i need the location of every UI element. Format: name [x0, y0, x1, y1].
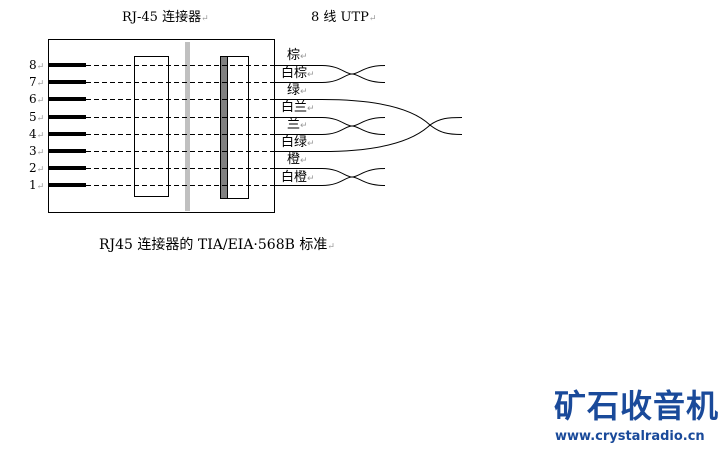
wire-label-green: 绿↵ [287, 83, 308, 98]
contact-bar [185, 42, 190, 211]
pin-label-4: 4↵ [29, 127, 45, 141]
pin-label-1: 1↵ [29, 178, 45, 192]
wire-label-white-green: 白绿↵ [281, 135, 315, 150]
wire-label-brown: 棕↵ [287, 48, 308, 63]
pin-label-2: 2↵ [29, 161, 45, 175]
pin-label-5: 5↵ [29, 110, 45, 124]
wire-label-white-blue: 白兰↵ [281, 100, 315, 115]
diagram-caption: RJ45 连接器的 TIA/EIA·568B 标准↵ [99, 234, 335, 254]
twisted-pairs [321, 65, 463, 186]
inner-housing [134, 56, 169, 197]
site-url: www.crystalradio.cn [555, 429, 705, 444]
connector-body [48, 39, 275, 213]
wire-label-white-orange: 白橙↵ [281, 170, 315, 185]
connector-title: RJ-45 连接器↵ [122, 11, 209, 26]
pin-label-8: 8↵ [29, 58, 45, 72]
pin-label-3: 3↵ [29, 144, 45, 158]
paragraph-mark: ↵ [327, 242, 335, 252]
pin-label-6: 6↵ [29, 92, 45, 106]
latch-white [227, 56, 249, 199]
paragraph-mark: ↵ [201, 14, 209, 24]
cable-title: 8 线 UTP↵ [311, 11, 376, 26]
connector-title-text: RJ-45 连接器 [122, 10, 202, 25]
wire-label-orange: 橙↵ [287, 152, 308, 167]
wire-label-blue: 兰↵ [287, 117, 308, 132]
pin-label-7: 7↵ [29, 75, 45, 89]
site-logo: 矿石收音机 [554, 387, 720, 425]
paragraph-mark: ↵ [368, 14, 377, 24]
cable-title-text: 8 线 UTP [311, 10, 369, 25]
caption-text: RJ45 连接器的 TIA/EIA·568B 标准 [99, 237, 328, 253]
wire-label-white-brown: 白棕↵ [281, 66, 315, 81]
latch-dark [220, 56, 228, 199]
pin-bars [49, 63, 86, 187]
wire-stubs [275, 65, 322, 186]
